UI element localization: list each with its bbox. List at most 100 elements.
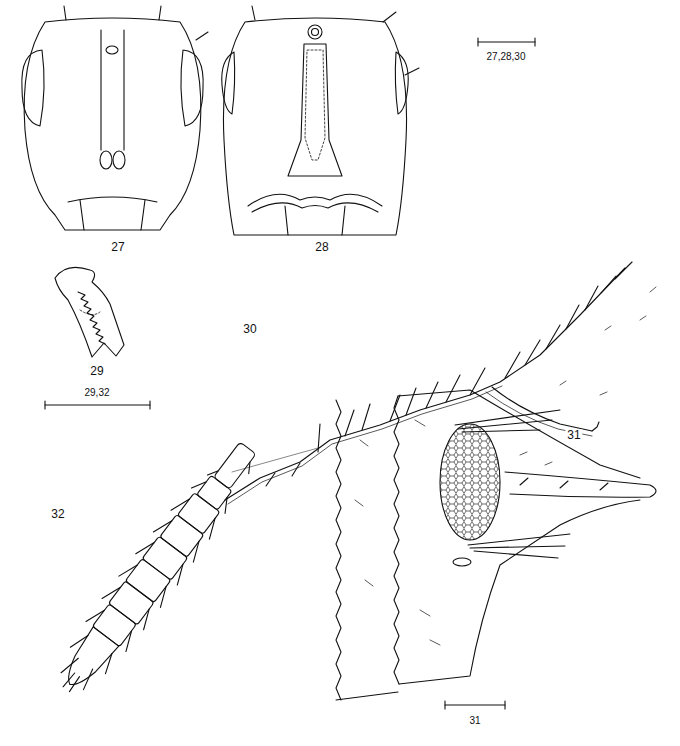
seta-mark xyxy=(520,452,527,455)
bristle xyxy=(462,430,540,432)
seta-mark xyxy=(605,326,611,330)
bristle xyxy=(390,395,400,421)
mouthparts xyxy=(248,194,382,206)
bristle xyxy=(70,631,88,651)
foramen xyxy=(308,25,322,39)
head-outline xyxy=(24,18,201,230)
scale-bar-line xyxy=(445,704,505,705)
gula xyxy=(288,44,342,176)
bristle xyxy=(362,404,370,430)
bristle xyxy=(119,560,137,581)
bristle xyxy=(64,6,66,20)
compound-eye xyxy=(22,50,44,126)
frontal-line xyxy=(123,30,124,150)
compound-eye xyxy=(395,52,408,114)
bristle xyxy=(63,672,75,687)
bristle xyxy=(615,262,632,279)
bristle xyxy=(520,478,528,485)
bristle xyxy=(566,305,579,329)
scale-bar xyxy=(478,38,535,46)
bristle xyxy=(292,463,300,476)
compound-eye xyxy=(222,52,235,114)
bristle xyxy=(102,582,120,603)
seta-mark xyxy=(360,440,368,446)
bristle xyxy=(203,518,221,539)
figure-number: 31 xyxy=(565,429,582,442)
scale-bar-line xyxy=(478,41,535,42)
seta-mark xyxy=(415,420,425,426)
bristle xyxy=(61,655,78,676)
foramen xyxy=(312,29,319,36)
bristle xyxy=(86,605,104,626)
seta-mark xyxy=(545,462,552,465)
bristle xyxy=(244,462,255,474)
scale-bar xyxy=(45,401,150,409)
bristle xyxy=(426,382,438,408)
bristle xyxy=(455,410,560,425)
bristle xyxy=(136,538,154,559)
bristle xyxy=(171,564,189,585)
bristle xyxy=(187,541,205,562)
bristle xyxy=(171,494,189,515)
bristle xyxy=(208,467,219,479)
mouthparts xyxy=(342,206,345,235)
ocellus xyxy=(106,46,118,54)
scale-bar-tick xyxy=(149,401,150,409)
bristle xyxy=(474,551,558,558)
segment-outline xyxy=(399,500,640,684)
head-frontal xyxy=(22,6,208,230)
bristle xyxy=(120,631,138,652)
scale-bar-line xyxy=(45,404,150,405)
antennal-socket xyxy=(100,151,112,169)
bristle xyxy=(405,68,419,75)
bristle xyxy=(468,534,570,545)
mandible xyxy=(55,267,124,357)
bristle xyxy=(505,352,520,378)
bristle xyxy=(383,12,396,22)
bristle xyxy=(585,286,598,310)
figure-number: 27 xyxy=(109,241,126,254)
bristle xyxy=(601,276,616,293)
honeycomb-organ xyxy=(440,424,500,540)
bristle xyxy=(266,473,275,486)
bristle xyxy=(192,477,207,493)
cercus xyxy=(505,472,656,497)
seta-mark xyxy=(640,316,646,320)
figure-number: 28 xyxy=(313,241,330,254)
bristle xyxy=(219,497,234,513)
clypeus-line xyxy=(141,200,145,230)
appendage-shaft xyxy=(225,268,625,500)
figure-number: 32 xyxy=(49,508,66,521)
clypeus-line xyxy=(68,197,157,202)
segment-outline xyxy=(398,390,640,478)
bristle xyxy=(196,32,208,40)
bristle xyxy=(79,669,96,690)
scale-bar-tick xyxy=(44,401,45,409)
mandible-outline xyxy=(55,267,124,357)
scale-label: 31 xyxy=(467,715,482,726)
serrated-edge xyxy=(394,396,399,684)
bristle xyxy=(560,481,568,488)
serrated-edge xyxy=(336,400,341,700)
bristle xyxy=(153,516,171,537)
seta-mark xyxy=(420,610,430,616)
appendage-tip xyxy=(592,422,599,431)
mandible-teeth xyxy=(78,292,105,344)
bristle xyxy=(159,6,161,20)
figure-number: 29 xyxy=(88,365,105,378)
scale-bar-tick xyxy=(534,38,535,46)
gula-inner xyxy=(305,50,325,160)
bristle xyxy=(470,546,565,548)
head-outline xyxy=(223,18,406,235)
scale-label: 29,32 xyxy=(82,387,111,398)
antenna xyxy=(45,432,268,704)
tergite-edge xyxy=(336,692,398,700)
antenna-segment xyxy=(57,627,119,694)
mouthparts xyxy=(252,203,378,212)
scale-label: 27,28,30 xyxy=(485,51,528,62)
seta-mark xyxy=(365,580,373,586)
bristle xyxy=(252,6,255,20)
seta-mark xyxy=(355,500,363,506)
